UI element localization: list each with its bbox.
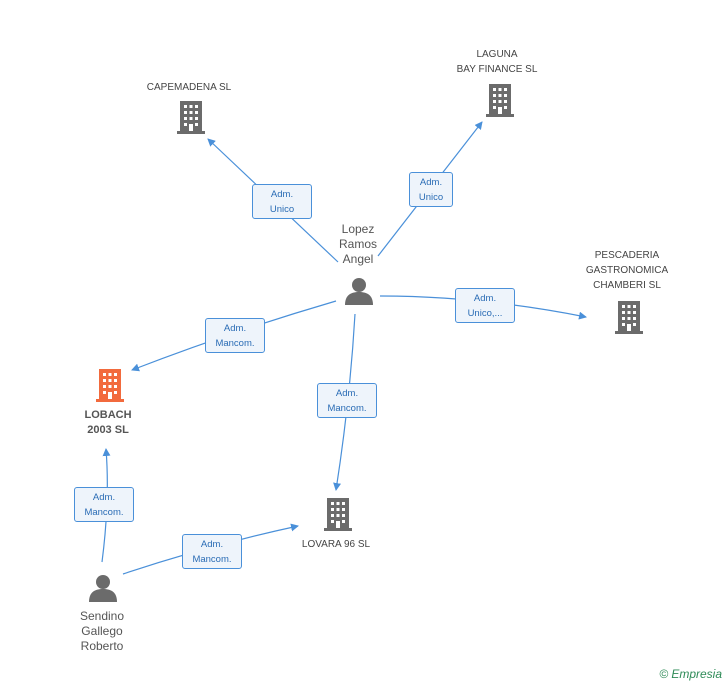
node-label-lovara[interactable]: LOVARA 96 SL bbox=[302, 537, 370, 552]
role-line: Mancom. bbox=[192, 554, 232, 565]
building-icon[interactable] bbox=[177, 101, 205, 134]
role-box-capemadena[interactable]: Adm. Unico bbox=[252, 184, 312, 219]
role-box-lobach-lopez[interactable]: Adm. Mancom. bbox=[205, 318, 265, 353]
label-line: Gallego bbox=[81, 624, 123, 638]
label-line: CHAMBERI SL bbox=[593, 280, 661, 291]
node-label-lobach[interactable]: LOBACH 2003 SL bbox=[84, 408, 131, 438]
building-icon[interactable] bbox=[486, 84, 514, 117]
label-line: GASTRONOMICA bbox=[585, 265, 669, 276]
role-line: Adm. bbox=[270, 189, 294, 200]
label-line: CAPEMADENA SL bbox=[146, 82, 232, 93]
role-line: Adm. bbox=[200, 539, 224, 550]
building-icon[interactable] bbox=[615, 301, 643, 334]
node-label-sendino[interactable]: Sendino Gallego Roberto bbox=[80, 609, 124, 654]
role-line: Adm. bbox=[335, 388, 359, 399]
label-line: LOVARA 96 SL bbox=[301, 539, 371, 550]
label-line: Ramos bbox=[338, 237, 378, 251]
label-line: 2003 SL bbox=[87, 424, 129, 436]
label-line: PESCADERIA bbox=[594, 250, 660, 261]
role-line: Unico,... bbox=[467, 308, 503, 319]
role-box-lobach-sendino[interactable]: Adm. Mancom. bbox=[74, 487, 134, 522]
role-line: Unico bbox=[269, 204, 295, 215]
node-label-pescaderia[interactable]: PESCADERIA GASTRONOMICA CHAMBERI SL bbox=[586, 248, 668, 293]
role-line: Adm. bbox=[223, 323, 247, 334]
label-line: Sendino bbox=[79, 609, 125, 623]
label-line: LAGUNA bbox=[476, 49, 518, 60]
label-line: Roberto bbox=[80, 639, 124, 653]
role-line: Unico bbox=[418, 192, 444, 203]
label-line: LOBACH bbox=[84, 409, 132, 421]
brand-name: Empresia bbox=[671, 667, 722, 681]
role-box-laguna[interactable]: Adm. Unico bbox=[409, 172, 453, 207]
role-box-lovara-sendino[interactable]: Adm. Mancom. bbox=[182, 534, 242, 569]
label-line: Angel bbox=[342, 252, 374, 266]
role-line: Adm. bbox=[419, 177, 443, 188]
role-box-lovara-lopez[interactable]: Adm. Mancom. bbox=[317, 383, 377, 418]
person-icon[interactable] bbox=[345, 278, 373, 305]
role-line: Mancom. bbox=[84, 507, 124, 518]
label-line: Lopez bbox=[341, 222, 375, 236]
node-label-lopez[interactable]: Lopez Ramos Angel bbox=[339, 222, 377, 267]
role-line: Mancom. bbox=[327, 403, 367, 414]
node-label-capemadena[interactable]: CAPEMADENA SL bbox=[147, 80, 231, 95]
label-line: BAY FINANCE SL bbox=[456, 64, 538, 75]
copyright-icon: © bbox=[659, 667, 669, 681]
brand-footer: ©Empresia bbox=[659, 667, 722, 681]
building-icon[interactable] bbox=[324, 498, 352, 531]
node-label-laguna[interactable]: LAGUNA BAY FINANCE SL bbox=[457, 47, 538, 77]
person-icon[interactable] bbox=[89, 575, 117, 602]
role-line: Adm. bbox=[92, 492, 116, 503]
role-line: Adm. bbox=[473, 293, 497, 304]
role-line: Mancom. bbox=[215, 338, 255, 349]
building-icon-highlight[interactable] bbox=[96, 369, 124, 402]
role-box-pescaderia[interactable]: Adm. Unico,... bbox=[455, 288, 515, 323]
